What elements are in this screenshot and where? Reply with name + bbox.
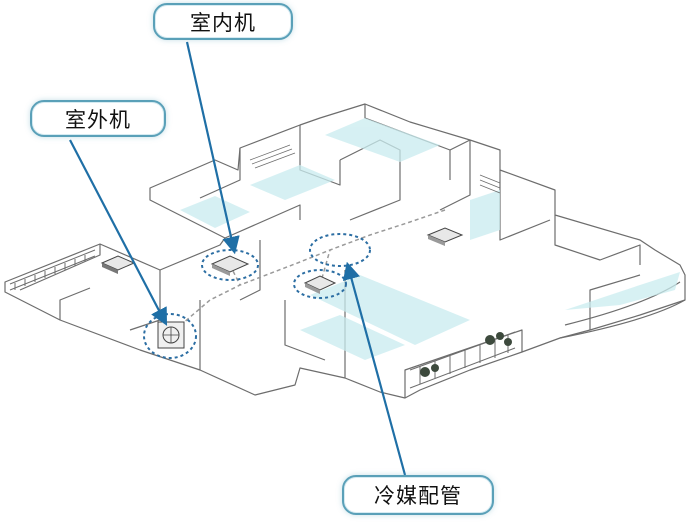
indoor-unit-left — [201, 249, 259, 281]
arrow-outdoor — [69, 139, 168, 326]
balcony-railing-left — [9, 249, 96, 291]
indoor-unit-label-text: 室内机 — [190, 10, 256, 35]
arrow-indoor — [185, 41, 240, 255]
indoor-unit-corridor — [293, 269, 347, 299]
indoor-unit-label: 室内机 — [153, 3, 293, 40]
callout-arrows — [69, 41, 407, 476]
building-walls — [4, 103, 686, 399]
arrow-pipe — [342, 261, 407, 476]
indoor-unit-balcony — [100, 255, 136, 274]
outdoor-unit-label-text: 室外机 — [65, 107, 131, 132]
outdoor-unit — [143, 313, 197, 359]
refrigerant-pipe-label-text: 冷媒配管 — [374, 484, 462, 508]
outdoor-unit-label: 室外机 — [30, 100, 166, 137]
pipe-junction-marker — [309, 233, 371, 267]
refrigerant-pipe-label: 冷媒配管 — [342, 475, 494, 515]
room-floor-highlights — [180, 118, 680, 360]
indoor-unit-right — [426, 227, 464, 246]
balcony-plants — [420, 332, 512, 377]
wall-radiators — [249, 144, 501, 194]
